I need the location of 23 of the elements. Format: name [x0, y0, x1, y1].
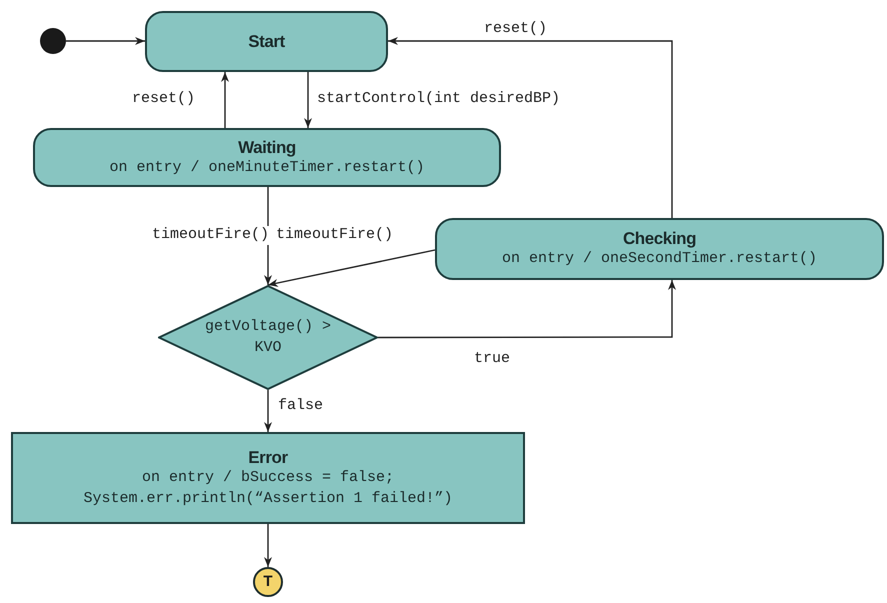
- entry-action: on entry / bSuccess = false; System.err.println(“Assertion 1 failed!”): [82, 468, 454, 509]
- state-name: Waiting: [238, 136, 296, 158]
- transition-arrow: [268, 249, 436, 287]
- condition-text: getVoltage() > KVO: [204, 316, 332, 358]
- state-box: [33, 128, 501, 187]
- state-box: [145, 11, 388, 72]
- state-name: Error: [248, 446, 288, 468]
- transition-arrow: [304, 72, 312, 128]
- transition-arrow: [388, 37, 673, 218]
- transition-arrow: [264, 524, 272, 567]
- transition-arrow: [264, 390, 272, 432]
- error-box: [11, 432, 525, 524]
- state-box: [435, 218, 884, 280]
- state-name: Checking: [622, 228, 696, 250]
- entry-action: on entry / oneMinuteTimer.restart(): [108, 158, 426, 178]
- transition-arrow: [378, 280, 676, 338]
- initial-state: [40, 28, 66, 54]
- transition-arrow: [221, 72, 229, 128]
- state-name: Start: [248, 30, 285, 52]
- transition-arrow: [66, 37, 145, 45]
- terminal-label: T: [263, 572, 273, 592]
- entry-action: on entry / oneSecondTimer.restart(): [500, 249, 818, 270]
- edge-label: timeoutFire(): [150, 226, 272, 245]
